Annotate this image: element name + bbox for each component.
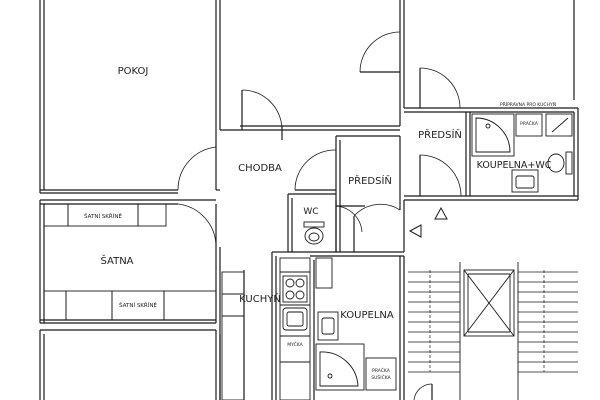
room-koupelna-wc — [470, 0, 579, 200]
door-wc — [335, 205, 365, 233]
label-koupelna: KOUPELNA — [340, 310, 394, 321]
label-wardrobe-top: ŠATNÍ SKŘÍNĚ — [84, 212, 122, 220]
kitchen-cabinet-left — [221, 271, 245, 400]
label-predsin-left: PŘEDSÍŇ — [348, 174, 392, 187]
room-kuchyn — [271, 251, 288, 400]
room-predsin-left — [335, 135, 404, 253]
room-lower-left — [39, 329, 221, 400]
door-room-top-mid — [359, 31, 401, 73]
label-chodba: CHODBA — [238, 163, 282, 174]
kitchen-sink — [282, 307, 308, 331]
door-predsin-left — [294, 149, 337, 191]
toilet-koupelna-wc — [547, 151, 573, 175]
door-pokoj — [177, 146, 217, 191]
stair-entry-door — [413, 383, 433, 400]
label-satna: ŠATNA — [100, 254, 133, 267]
toilet-wc — [303, 221, 325, 245]
label-wardrobe-bottom: ŠATNÍ SKŘÍNĚ — [119, 301, 157, 309]
stairs-left — [408, 270, 460, 373]
room-pokoj — [39, 0, 221, 194]
entrance-arrow-up — [434, 206, 448, 220]
stairs-right — [518, 270, 578, 373]
room-wc — [287, 193, 337, 253]
bathroom-sink — [317, 311, 339, 341]
stove — [282, 275, 308, 303]
shower-koupelna — [315, 343, 365, 391]
kitchen-counter — [279, 257, 311, 400]
label-wc: WC — [303, 207, 318, 217]
door-predsin-right-lower — [419, 154, 462, 197]
door-koupelna — [353, 203, 401, 252]
sink-koupelna-wc — [511, 169, 539, 193]
label-pracka-susicka-1: PRAČKA — [372, 367, 391, 374]
label-koupelna-wc: KOUPELNA+WC — [477, 160, 552, 171]
bathtub-small — [315, 257, 333, 289]
wardrobe-bottom — [43, 290, 217, 321]
entrance-arrow-left — [408, 224, 422, 238]
label-pracka-top: PRAČKA — [520, 120, 539, 127]
label-pokoj: POKOJ — [118, 66, 149, 77]
wardrobe-top — [43, 203, 167, 227]
washer-dryer — [365, 357, 397, 391]
sink-top — [545, 113, 573, 137]
room-chodba — [219, 0, 405, 400]
label-pripravna: PŘÍPRAVNA PRO KUCHYŇ — [500, 100, 556, 108]
label-mycka: MYČKA — [287, 341, 303, 348]
label-predsin-right: PŘEDSÍŇ — [418, 128, 462, 141]
door-chodba-top — [241, 89, 283, 140]
label-kuchyn: KUCHYŇ — [239, 292, 281, 305]
shower-koupelna-wc — [471, 113, 515, 157]
label-pracka-susicka-2: SUŠIČKA — [371, 374, 391, 381]
door-satna — [177, 203, 217, 248]
door-predsin-right — [419, 67, 461, 109]
washer-top — [515, 113, 543, 137]
stairwell — [403, 262, 519, 400]
room-predsin-right — [403, 107, 578, 252]
